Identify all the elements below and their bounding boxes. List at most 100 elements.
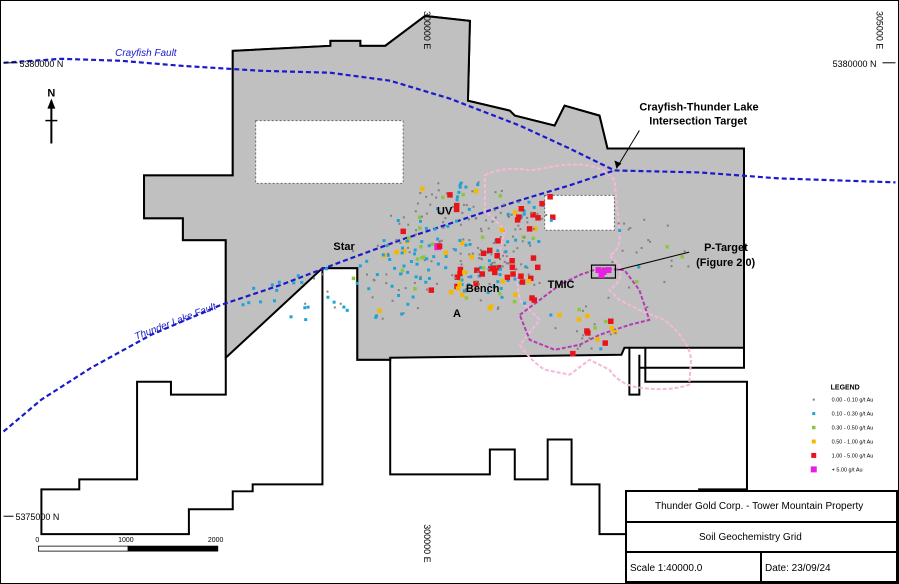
sample-point <box>445 192 448 195</box>
sample-point <box>517 224 520 227</box>
sample-point <box>241 303 245 307</box>
crayfish-fault-line <box>3 57 896 184</box>
sample-point <box>365 259 369 263</box>
sample-point <box>495 238 501 244</box>
sample-point <box>275 288 279 292</box>
sample-point <box>420 215 423 218</box>
uv-label: UV <box>437 205 453 217</box>
sample-point <box>461 211 464 214</box>
sample-point <box>503 251 506 254</box>
thunder-lake-fault-line <box>2 169 615 433</box>
sample-point <box>467 207 471 211</box>
sample-point <box>486 247 493 254</box>
sample-point <box>351 276 356 281</box>
legend-title: LEGEND <box>831 385 860 392</box>
sample-point <box>342 305 346 309</box>
sample-point <box>396 219 400 223</box>
sample-point <box>605 267 612 274</box>
sample-point <box>419 275 422 278</box>
sample-point <box>409 260 413 263</box>
sample-point <box>506 278 510 282</box>
sample-point <box>477 181 480 184</box>
sample-point <box>582 334 585 337</box>
sample-point <box>303 306 307 310</box>
sample-point <box>415 229 418 232</box>
sample-point <box>488 304 494 309</box>
sample-point <box>516 214 522 220</box>
sample-point <box>522 212 526 216</box>
sample-point <box>500 278 505 284</box>
sample-point <box>649 240 652 243</box>
sample-point <box>532 227 535 230</box>
sample-point <box>629 227 632 230</box>
sample-point <box>579 345 582 348</box>
soil-grid-area <box>143 14 745 361</box>
sample-point <box>480 235 485 239</box>
sample-point <box>509 258 515 264</box>
legend-swatch <box>811 452 817 458</box>
sample-point <box>538 282 541 285</box>
sample-point <box>386 244 389 247</box>
sample-point <box>457 190 461 194</box>
sample-point <box>425 257 429 261</box>
sample-point <box>324 267 328 271</box>
sample-point <box>479 248 482 251</box>
sample-point <box>419 219 422 223</box>
sample-point <box>637 265 641 269</box>
sample-point <box>413 252 417 256</box>
sample-point <box>611 261 614 263</box>
sample-point <box>604 319 608 324</box>
sample-point <box>406 270 410 274</box>
sample-point <box>413 281 416 284</box>
sample-point <box>533 283 536 286</box>
sample-point <box>501 265 504 268</box>
sample-point <box>418 277 422 281</box>
sample-point <box>415 257 420 261</box>
sample-point <box>416 202 419 205</box>
sample-point <box>498 291 502 296</box>
thunder-lake-fault-label: Thunder Lake Fault <box>133 301 219 343</box>
sample-point <box>492 269 498 276</box>
sample-point <box>385 244 389 248</box>
sample-point <box>455 195 459 199</box>
sample-point <box>590 347 593 350</box>
sample-point <box>402 216 405 219</box>
legend-swatch <box>812 425 816 430</box>
sample-point <box>595 337 600 342</box>
sample-point <box>428 287 435 293</box>
legend-swatch <box>810 466 817 473</box>
sample-point <box>467 275 470 278</box>
sample-point <box>531 211 534 214</box>
sample-point <box>536 212 539 215</box>
sample-point <box>451 274 454 277</box>
sample-point <box>494 252 500 259</box>
sample-point <box>588 337 591 340</box>
sample-point <box>614 332 617 335</box>
sample-point <box>504 250 508 254</box>
sample-point <box>526 226 533 232</box>
sample-point <box>468 253 471 256</box>
sample-point <box>292 281 296 285</box>
sample-point <box>540 217 543 220</box>
p-target-label-1: P-Target <box>704 242 748 254</box>
sample-point <box>570 350 576 357</box>
sample-point <box>345 308 349 312</box>
sample-point <box>670 265 673 268</box>
sample-point <box>300 280 304 284</box>
grid-label-bottom-e: 300000 E <box>422 524 432 562</box>
sample-point <box>413 286 417 291</box>
sample-point <box>386 253 390 257</box>
sample-point <box>502 254 505 257</box>
sample-point <box>436 262 440 266</box>
sample-point <box>416 307 419 310</box>
sample-point <box>399 241 402 244</box>
sample-point <box>623 222 626 225</box>
sample-point <box>581 337 584 340</box>
purple-target-outline <box>518 267 651 351</box>
sample-point <box>464 296 469 300</box>
sample-point <box>371 296 374 299</box>
sample-point <box>502 203 505 206</box>
intersection-target-label-1: Crayfish-Thunder Lake <box>639 102 758 114</box>
sample-point <box>670 259 673 262</box>
